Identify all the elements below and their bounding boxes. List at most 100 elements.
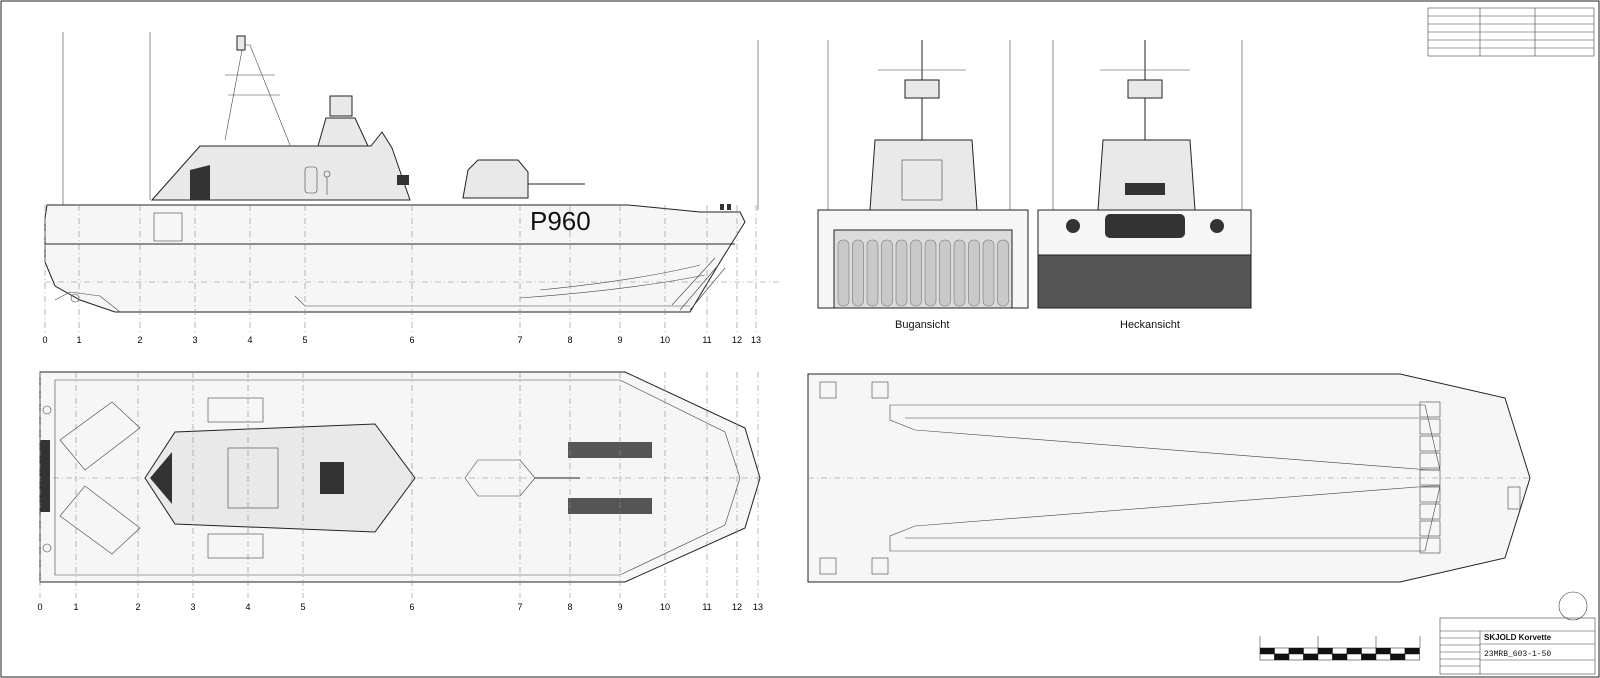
deck-radar (320, 462, 344, 494)
bow-hatching (671, 257, 726, 311)
chine-line-1 (539, 264, 701, 291)
bridge (317, 117, 369, 147)
side-frame-label: 1 (76, 335, 81, 345)
bottom-outlet-3 (819, 557, 837, 575)
scale-bar-cell (1390, 647, 1406, 655)
bow-view-window-frame (901, 159, 943, 201)
stern-view-superstructure (1097, 139, 1196, 211)
side-frame-label: 10 (660, 335, 670, 345)
scale-bar-cell (1303, 653, 1319, 661)
deck-frame-label: 11 (702, 602, 711, 612)
side-frame-label: 3 (192, 335, 197, 345)
stern-view-grille (1125, 183, 1165, 195)
scale-bar-cell (1346, 647, 1362, 655)
deck-panel-1 (59, 401, 141, 471)
scale-bar-cell (1274, 647, 1290, 655)
scale-bar-cell (1404, 647, 1420, 655)
scale-bar-cell (1317, 647, 1333, 655)
hull-number: P960 (530, 206, 591, 236)
deck-superstructure (144, 423, 416, 533)
side-frame-label: 13 (751, 335, 761, 345)
bottom-seal-segment (1419, 537, 1441, 554)
side-frame-label: 0 (42, 335, 47, 345)
bottom-outlet-4 (871, 557, 889, 575)
deck-hatch-1 (207, 397, 264, 423)
bow-view-tube (968, 239, 980, 307)
side-hatch (304, 166, 318, 194)
side-frame-label: 9 (617, 335, 622, 345)
scale-bar-cell (1259, 647, 1275, 655)
bow-view-tube (997, 239, 1009, 307)
deck-panel-2 (59, 485, 141, 555)
side-frame-label: 4 (247, 335, 252, 345)
deck-frame-label: 9 (617, 602, 622, 612)
mast-top (236, 35, 246, 51)
deck-frame-label: 13 (753, 602, 763, 612)
bow-view-radar (904, 79, 940, 99)
side-frame-label: 7 (517, 335, 522, 345)
scale-bar-cell (1404, 653, 1420, 661)
title-block: SKJOLD Korvette 23MRB_603-1-50 (1439, 591, 1596, 675)
deck-frame-label: 10 (660, 602, 670, 612)
side-frame-label: 2 (137, 335, 142, 345)
scale-bar-cell (1317, 653, 1333, 661)
deck-frame-label: 8 (567, 602, 572, 612)
stern-view-exhaust-right (1210, 219, 1224, 233)
hull-side (44, 204, 746, 313)
deck-grille (150, 452, 172, 504)
scale-bar-cell (1375, 647, 1391, 655)
bottom-seal-segment (1419, 486, 1441, 503)
bow-view-tube (924, 239, 937, 307)
bow-bollard-1 (720, 204, 724, 210)
bow-view-tube (982, 239, 995, 307)
scale-bar-cell (1288, 653, 1304, 661)
bottom-seal-segment (1419, 520, 1441, 537)
bottom-seal-segment (1419, 469, 1441, 486)
scale-bar-cell (1274, 653, 1290, 661)
deck-bridge (227, 447, 279, 509)
deck-vent-1 (568, 442, 652, 458)
superstructure (150, 131, 411, 201)
side-grille (190, 165, 210, 200)
stern-view: Heckansicht (1037, 40, 1252, 331)
bottom-outlet-2 (871, 381, 889, 399)
deck-frame-label: 7 (517, 602, 522, 612)
scale-bar-cell (1259, 653, 1275, 661)
stern-view-caption: Heckansicht (1120, 319, 1180, 331)
legend-block (1427, 7, 1595, 57)
deck-frame-label: 12 (732, 602, 742, 612)
deck-inner-edge (54, 379, 741, 576)
bow-view-tube (837, 239, 850, 307)
side-frame-label: 8 (567, 335, 572, 345)
scale-bar (1259, 636, 1421, 661)
drawing-title: SKJOLD Korvette (1484, 633, 1552, 642)
bow-view-tube (939, 239, 951, 307)
bow-view-tube (910, 239, 922, 307)
scale-bar-cell (1303, 647, 1319, 655)
scale-bar-cell (1332, 647, 1348, 655)
side-frame-label: 5 (302, 335, 307, 345)
bow-view-tube (852, 239, 864, 307)
bow-view-tube (895, 239, 908, 307)
gun-turret (462, 159, 529, 199)
chine-line-2 (519, 274, 706, 299)
deck-hatch-2 (207, 533, 264, 559)
title-block-cells (1440, 637, 1480, 667)
deck-frame-label: 2 (135, 602, 140, 612)
deck-mooring-1 (42, 405, 52, 415)
bottom-seal-segment (1419, 503, 1441, 520)
deck-frame-label: 0 (37, 602, 42, 612)
radar-housing (329, 95, 353, 117)
bottom-view (807, 373, 1531, 583)
deck-frame-label: 6 (409, 602, 414, 612)
bottom-outlet-1 (819, 381, 837, 399)
bow-view-tube (881, 239, 893, 307)
stern-rudder (54, 291, 121, 313)
deck-frame-label: 3 (190, 602, 195, 612)
bottom-sidehull-2 (889, 485, 1441, 552)
bow-view-tube (953, 239, 966, 307)
